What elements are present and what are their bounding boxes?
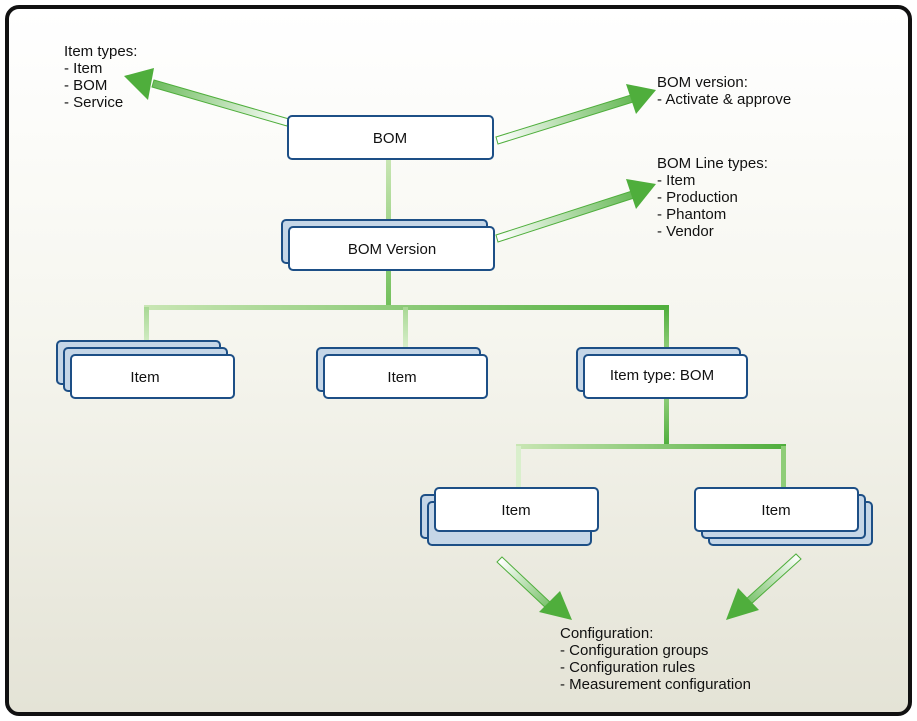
note-configuration-line: - Measurement configuration [560, 676, 751, 693]
note-bom-line-types: BOM Line types: - Item - Production - Ph… [657, 155, 768, 240]
note-bom-line-types-line: - Phantom [657, 206, 727, 223]
item-lower-right-label: Item [761, 502, 790, 519]
connector-version-to-branch [386, 270, 391, 307]
note-item-types-line: - Service [64, 94, 124, 111]
note-bom-line-types-line: - Item [657, 172, 696, 189]
item-left-label: Item [130, 369, 159, 386]
connector-drop-item-lower-left [516, 446, 521, 491]
bom-version-label: BOM Version [348, 241, 436, 258]
note-item-types-line: - Item [64, 60, 103, 77]
note-bom-version-title: BOM version: [657, 74, 748, 91]
note-bom-version-line: - Activate & approve [657, 91, 792, 108]
bom-node: BOM [287, 115, 494, 160]
connector-lower-horizontal [516, 444, 786, 449]
item-left-node: Item [56, 340, 235, 399]
tree-connectors [144, 159, 786, 491]
arrow-lower-right-to-configuration [726, 553, 802, 620]
item-type-bom-node: Item type: BOM [576, 347, 748, 399]
arrow-to-bom-line-types [495, 179, 656, 243]
item-middle-node: Item [316, 347, 488, 399]
note-configuration: Configuration: - Configuration groups - … [560, 625, 751, 693]
note-configuration-title: Configuration: [560, 625, 654, 642]
item-lower-left-node: Item [420, 487, 599, 546]
item-lower-right-node: Item [694, 487, 873, 546]
connector-drop-item-middle [403, 307, 408, 349]
connector-bom-to-version [386, 159, 391, 227]
arrow-to-item-types [124, 68, 290, 127]
note-item-types: Item types: - Item - BOM - Service [64, 43, 137, 111]
note-bom-version: BOM version: - Activate & approve [657, 74, 791, 108]
note-bom-line-types-line: - Production [657, 189, 738, 206]
note-bom-line-types-title: BOM Line types: [657, 155, 768, 172]
arrow-lower-left-to-configuration [496, 556, 572, 620]
diagram-frame: BOM BOM Version Item Item Item type: BOM [5, 5, 912, 716]
arrow-to-bom-version [495, 84, 656, 145]
connector-drop-item-left [144, 307, 149, 341]
connector-item-type-down [664, 396, 669, 448]
item-type-bom-label: Item type: BOM [610, 367, 714, 384]
item-middle-label: Item [387, 369, 416, 386]
connector-drop-item-lower-right [781, 446, 786, 491]
note-configuration-line: - Configuration groups [560, 642, 709, 659]
note-configuration-line: - Configuration rules [560, 659, 696, 676]
note-bom-line-types-line: - Vendor [657, 223, 714, 240]
bom-diagram-canvas: BOM BOM Version Item Item Item type: BOM [56, 68, 873, 620]
bom-version-node: BOM Version [281, 219, 495, 271]
bom-label: BOM [373, 130, 407, 147]
note-item-types-title: Item types: [64, 43, 138, 60]
item-lower-left-label: Item [501, 502, 530, 519]
connector-drop-item-type-bom [664, 307, 669, 349]
note-item-types-line: - BOM [64, 77, 108, 94]
